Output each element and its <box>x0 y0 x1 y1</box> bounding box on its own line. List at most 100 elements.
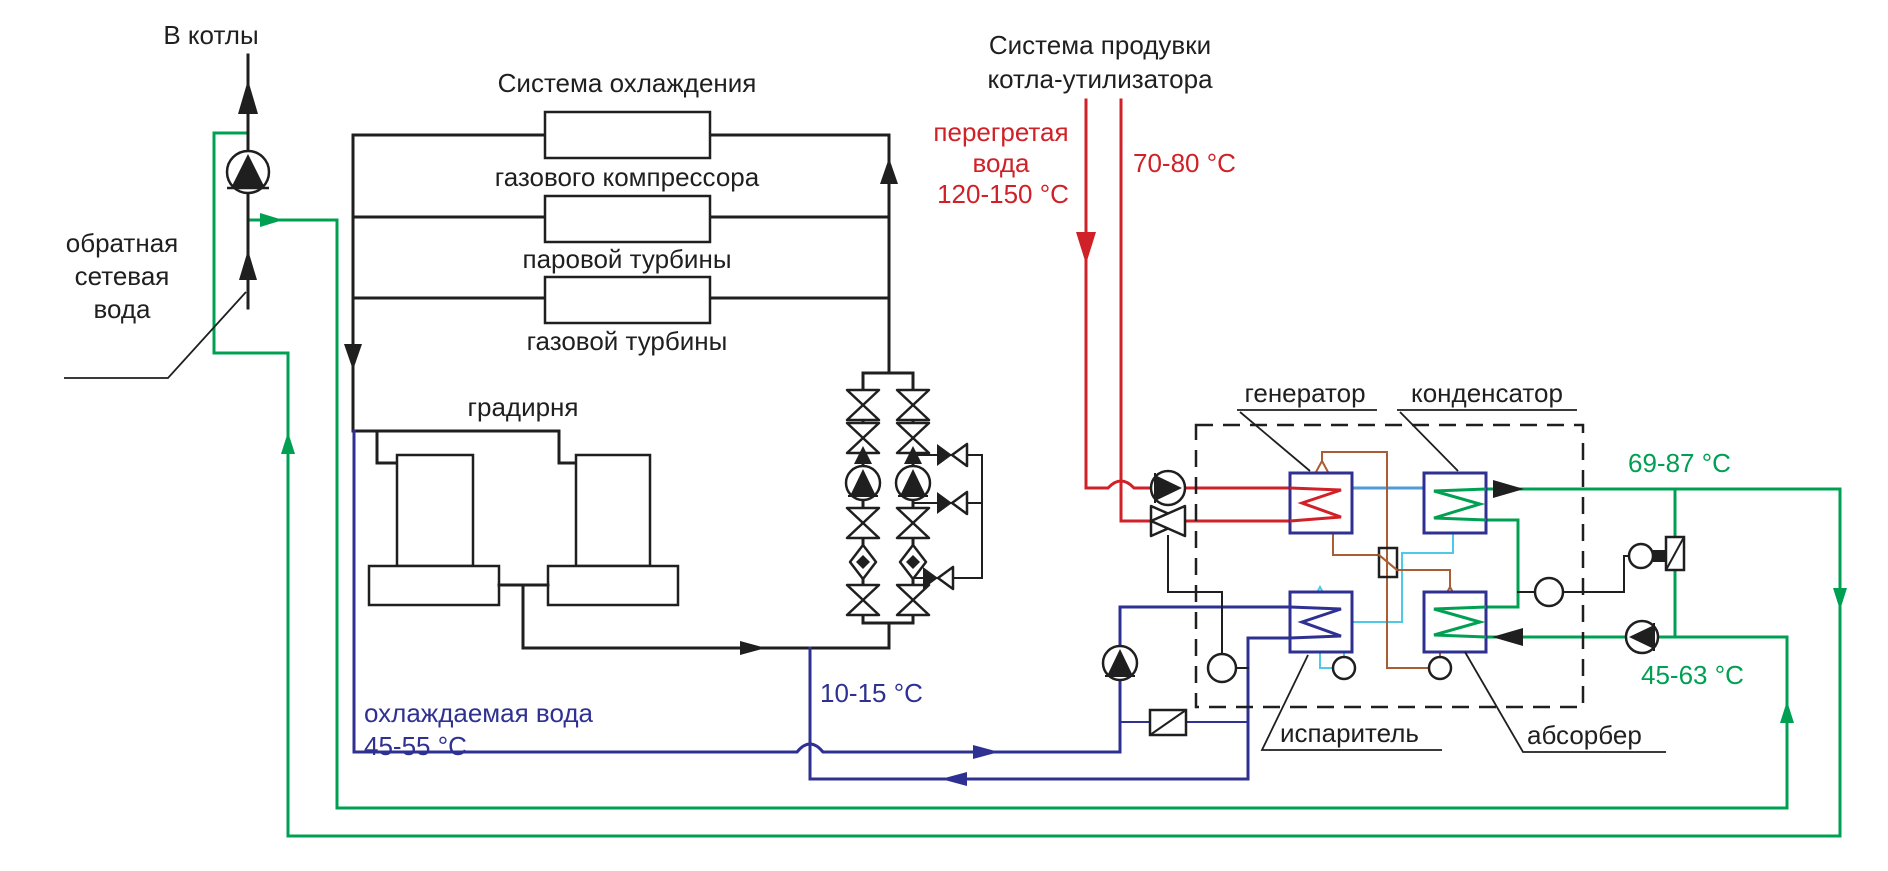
flow-arrow-left-icon <box>941 772 967 786</box>
valve-icon <box>845 421 881 455</box>
valve-icon <box>845 388 881 422</box>
boiler-return-temp-label: 70-80 °С <box>1133 148 1236 178</box>
cooling-system-title: Система охлаждения <box>498 68 757 98</box>
flow-arrow-right-icon <box>973 745 999 759</box>
cooling-tower-label: градирня <box>468 392 579 422</box>
cooler-steam-turbine-label: паровой турбины <box>522 244 731 274</box>
cooled-water-label-1: охлаждаемая вода <box>364 698 594 728</box>
valve-icon <box>895 421 931 455</box>
abhm-internals <box>1237 409 1666 753</box>
superheated-temp-label: 120-150 °С <box>937 179 1069 209</box>
cooling-tower-group <box>367 453 891 655</box>
chilled-temp-label: 10-15 °С <box>820 678 923 708</box>
cooler-gas-turbine-box <box>543 275 712 325</box>
solution-pump-icon <box>1427 655 1453 681</box>
evaporator-box <box>1288 590 1354 654</box>
absorber-label: абсорбер <box>1527 720 1642 750</box>
cooler-gas-compressor-box <box>543 110 712 160</box>
flow-arrow-down-icon <box>344 344 362 370</box>
cooled-water-label-2: 45-55 °С <box>364 731 467 761</box>
cooler-gas-turbine-label: газовой турбины <box>527 326 728 356</box>
network-booster-pump <box>1624 619 1660 655</box>
return-water-leader-line <box>64 291 247 379</box>
pump-valve-assembly <box>844 371 983 650</box>
hot-water-pump <box>1149 469 1187 507</box>
condenser-box <box>1422 471 1488 535</box>
temperature-control-loop <box>1517 535 1686 655</box>
superheated-label-1: перегретая <box>933 117 1068 147</box>
bypass-valve-icon <box>937 442 969 468</box>
flow-arrow-right-icon <box>260 213 283 227</box>
evaporator-label: испаритель <box>1280 718 1419 748</box>
return-water-label-1: обратная <box>66 228 179 258</box>
control-valve-icon <box>1149 504 1187 538</box>
blowdown-title-line1: Система продувки <box>989 30 1211 60</box>
heated-in-temp-label: 45-63 °С <box>1641 660 1744 690</box>
actuator-connector-icon <box>1653 550 1665 562</box>
flow-arrow-up-icon <box>880 158 898 184</box>
chilled-water-pump <box>1101 644 1139 682</box>
cooler-gas-compressor-label: газового компрессора <box>495 162 760 192</box>
control-valve-icon <box>1664 535 1686 572</box>
actuator-icon <box>1627 542 1655 570</box>
valve-icon <box>895 506 931 540</box>
flow-arrow-up-icon <box>1780 701 1794 723</box>
tower-outlet-pipe <box>521 583 891 650</box>
flow-arrow-up-icon <box>281 432 295 454</box>
return-water-label-3: вода <box>93 294 151 324</box>
heated-out-temp-label: 69-87 °С <box>1628 448 1731 478</box>
filter-icon <box>1148 708 1188 737</box>
generator-box <box>1288 471 1354 535</box>
absorber-leader-line <box>1464 651 1666 753</box>
flow-arrow-right-icon <box>740 641 766 655</box>
flow-arrow-down-icon <box>1076 232 1096 264</box>
return-water-label-2: сетевая <box>75 261 170 291</box>
strong-solution-pipe <box>1332 532 1451 589</box>
bypass-valve-icon <box>923 565 955 591</box>
cooling-tower-cell-2 <box>574 453 652 568</box>
to-boilers-label: В котлы <box>163 20 258 50</box>
flow-arrow-up-icon <box>904 446 922 464</box>
absorption-chiller-boundary <box>1194 423 1585 709</box>
solution-heat-exchanger-icon <box>1377 546 1399 579</box>
valve-icon <box>845 506 881 540</box>
circulation-pump <box>894 464 932 502</box>
cooling-tower-basin-1 <box>367 564 501 607</box>
generator-leader-line <box>1237 409 1377 472</box>
evaporator-leader-line <box>1260 654 1442 751</box>
condenser-leader-line <box>1397 409 1577 472</box>
valve-icon <box>895 583 931 617</box>
chilled-water-circuit <box>352 429 1292 786</box>
absorber-to-condenser-pipe <box>1484 518 1520 609</box>
flow-arrow-left-icon <box>1492 628 1523 646</box>
temperature-sensor-icon <box>1533 576 1565 608</box>
flow-arrow-up-icon <box>238 80 258 114</box>
network-pump <box>225 149 271 195</box>
boiler-feed-line <box>64 53 271 379</box>
cooling-system-manifold <box>344 110 898 465</box>
absorber-box <box>1422 590 1488 654</box>
temperature-sensor-icon <box>1206 652 1238 684</box>
flow-arrow-up-icon <box>854 446 872 464</box>
bypass-valve-icon <box>937 490 969 516</box>
blowdown-title-line2: котла-утилизатора <box>987 64 1213 94</box>
refrigerant-pump-icon <box>1331 655 1357 681</box>
flow-arrow-up-icon <box>239 250 257 280</box>
superheated-label-2: вода <box>972 148 1030 178</box>
condenser-label: конденсатор <box>1411 378 1563 408</box>
generator-label: генератор <box>1244 378 1365 408</box>
cooler-steam-turbine-box <box>543 194 712 244</box>
circulation-pump <box>844 464 882 502</box>
refrigerant-pipe <box>1351 532 1454 623</box>
valve-icon <box>895 388 931 422</box>
check-valve-icon <box>898 543 928 581</box>
check-valve-icon <box>848 543 878 581</box>
cooling-tower-cell-1 <box>395 453 475 568</box>
valve-icon <box>845 583 881 617</box>
cooling-tower-basin-2 <box>546 564 680 607</box>
heated-water-circuit-69-87 <box>212 131 1847 838</box>
flow-arrow-right-icon <box>1493 480 1524 498</box>
superheated-water-circuit <box>1076 98 1292 684</box>
